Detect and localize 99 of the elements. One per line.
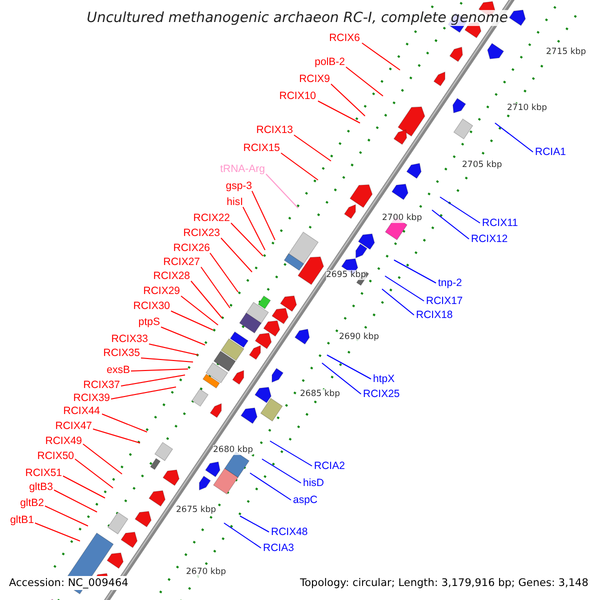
gene-label: RCIX15: [243, 142, 280, 154]
scale-label: 2675 kbp: [176, 505, 216, 515]
gene-label: RCIX47: [55, 420, 92, 432]
scale-label: 2705 kbp: [462, 160, 502, 170]
gene-label: polB-2: [314, 56, 345, 68]
leader-line: [220, 238, 252, 272]
gene-label: RCIX49: [45, 435, 82, 447]
leader-line: [224, 522, 262, 548]
leader-line: [200, 266, 230, 308]
gene-label: RCIX39: [73, 392, 110, 404]
leader-line: [326, 354, 372, 380]
scale-label: 2685 kbp: [300, 389, 340, 399]
leader-line: [110, 386, 176, 400]
leader-line: [270, 440, 312, 466]
gene-label: gltB3: [29, 481, 53, 493]
scale-label: 2690 kbp: [339, 332, 380, 342]
leader-line: [262, 458, 302, 484]
gene-label: gsp-3: [226, 180, 252, 192]
gene-label: RCIX18: [416, 309, 453, 321]
gene-label: hisD: [303, 477, 324, 489]
gene-label: RCIX9: [299, 73, 330, 85]
scale-label: 2670 kbp: [186, 567, 226, 577]
leader-line: [280, 152, 318, 180]
scale-label: 2680 kbp: [213, 445, 254, 455]
leader-line: [54, 490, 98, 512]
leader-line: [384, 276, 424, 302]
leader-line: [210, 252, 238, 292]
gene-label: gltB1: [10, 514, 34, 526]
gene-label: RCIX30: [133, 300, 170, 312]
gene-label: RCIX50: [37, 450, 74, 462]
gene-label: tnp-2: [438, 277, 462, 289]
gene-label: RCIX28: [153, 270, 190, 282]
leader-line: [318, 100, 360, 124]
leader-line: [74, 458, 114, 488]
leader-line: [170, 310, 214, 330]
gene-label: RCIX6: [329, 32, 360, 44]
gene-label: gltB2: [20, 497, 44, 509]
leader-line: [346, 66, 384, 96]
leader-line: [242, 206, 266, 250]
gene-label: RCIX44: [63, 405, 100, 417]
gene-label: RCIX33: [111, 333, 148, 345]
gene-label: RCIX37: [83, 379, 120, 391]
scale-label: 2700 kbp: [382, 213, 422, 223]
gene-label: RCIX51: [25, 467, 62, 479]
scale-label: 2715 kbp: [546, 47, 586, 57]
gene-label: RCIX13: [256, 124, 293, 136]
leader-line: [120, 374, 186, 386]
gene-label: tRNA-Arg: [220, 163, 265, 175]
leader-line: [252, 190, 276, 240]
title: Uncultured methanogenic archaeon RC-I, complete genome: [86, 10, 508, 26]
gene-label: htpX: [373, 373, 395, 385]
gene-label: RCIX11: [482, 217, 518, 229]
gene-label: RCIX22: [193, 212, 230, 224]
leader-line: [266, 174, 298, 208]
gene-label: RCIX26: [173, 242, 210, 254]
leader-line: [394, 260, 436, 284]
leader-line: [190, 280, 222, 318]
gene-label: RCIX35: [103, 347, 140, 359]
gene-label: RCIX25: [363, 388, 400, 400]
leader-line: [130, 368, 188, 372]
leader-line: [34, 522, 80, 542]
gene-label: RCIX27: [163, 256, 200, 268]
leader-line: [294, 134, 332, 162]
leader-line: [362, 42, 400, 70]
gene-label: hisI: [226, 196, 243, 208]
leader-line: [160, 326, 206, 346]
gene-label: RCIX23: [183, 227, 220, 239]
leader-line: [140, 358, 194, 362]
gene-label: RCIA1: [535, 146, 566, 158]
leader-line: [330, 84, 366, 116]
leader-line: [44, 506, 88, 526]
leader-line: [62, 476, 106, 498]
gene-label: RCIA2: [314, 460, 345, 472]
gene-label: RCIA3: [263, 542, 294, 554]
leader-line: [240, 516, 270, 532]
scale-label: 2710 kbp: [507, 103, 548, 113]
leader-line: [102, 414, 148, 432]
leader-line: [180, 296, 218, 326]
leader-line: [494, 122, 534, 152]
gene-label: RCIX17: [426, 295, 463, 307]
scale-label: 2695 kbp: [326, 270, 366, 280]
leader-line: [382, 288, 414, 316]
leader-line: [440, 196, 480, 224]
footer-text: Topology: circular; Length: 3,179,916 bp; Genes: 3,148: [300, 576, 588, 590]
leader-line: [250, 472, 292, 500]
gene-label: aspC: [293, 494, 318, 506]
gene-label: ptpS: [138, 316, 160, 328]
gene-label: RCIX48: [271, 526, 308, 538]
leader-line: [92, 428, 140, 444]
leader-line: [230, 222, 264, 256]
leader-line: [432, 210, 470, 240]
leader-line: [322, 362, 362, 394]
footer-text: Accession: NC_009464: [9, 576, 128, 590]
gene-label: RCIX12: [471, 233, 508, 245]
gene-label: RCIX29: [143, 285, 180, 297]
leader-line: [82, 444, 122, 474]
leader-line: [148, 344, 198, 356]
gene-label: exsB: [106, 364, 130, 376]
gene-label: RCIX10: [279, 90, 316, 102]
